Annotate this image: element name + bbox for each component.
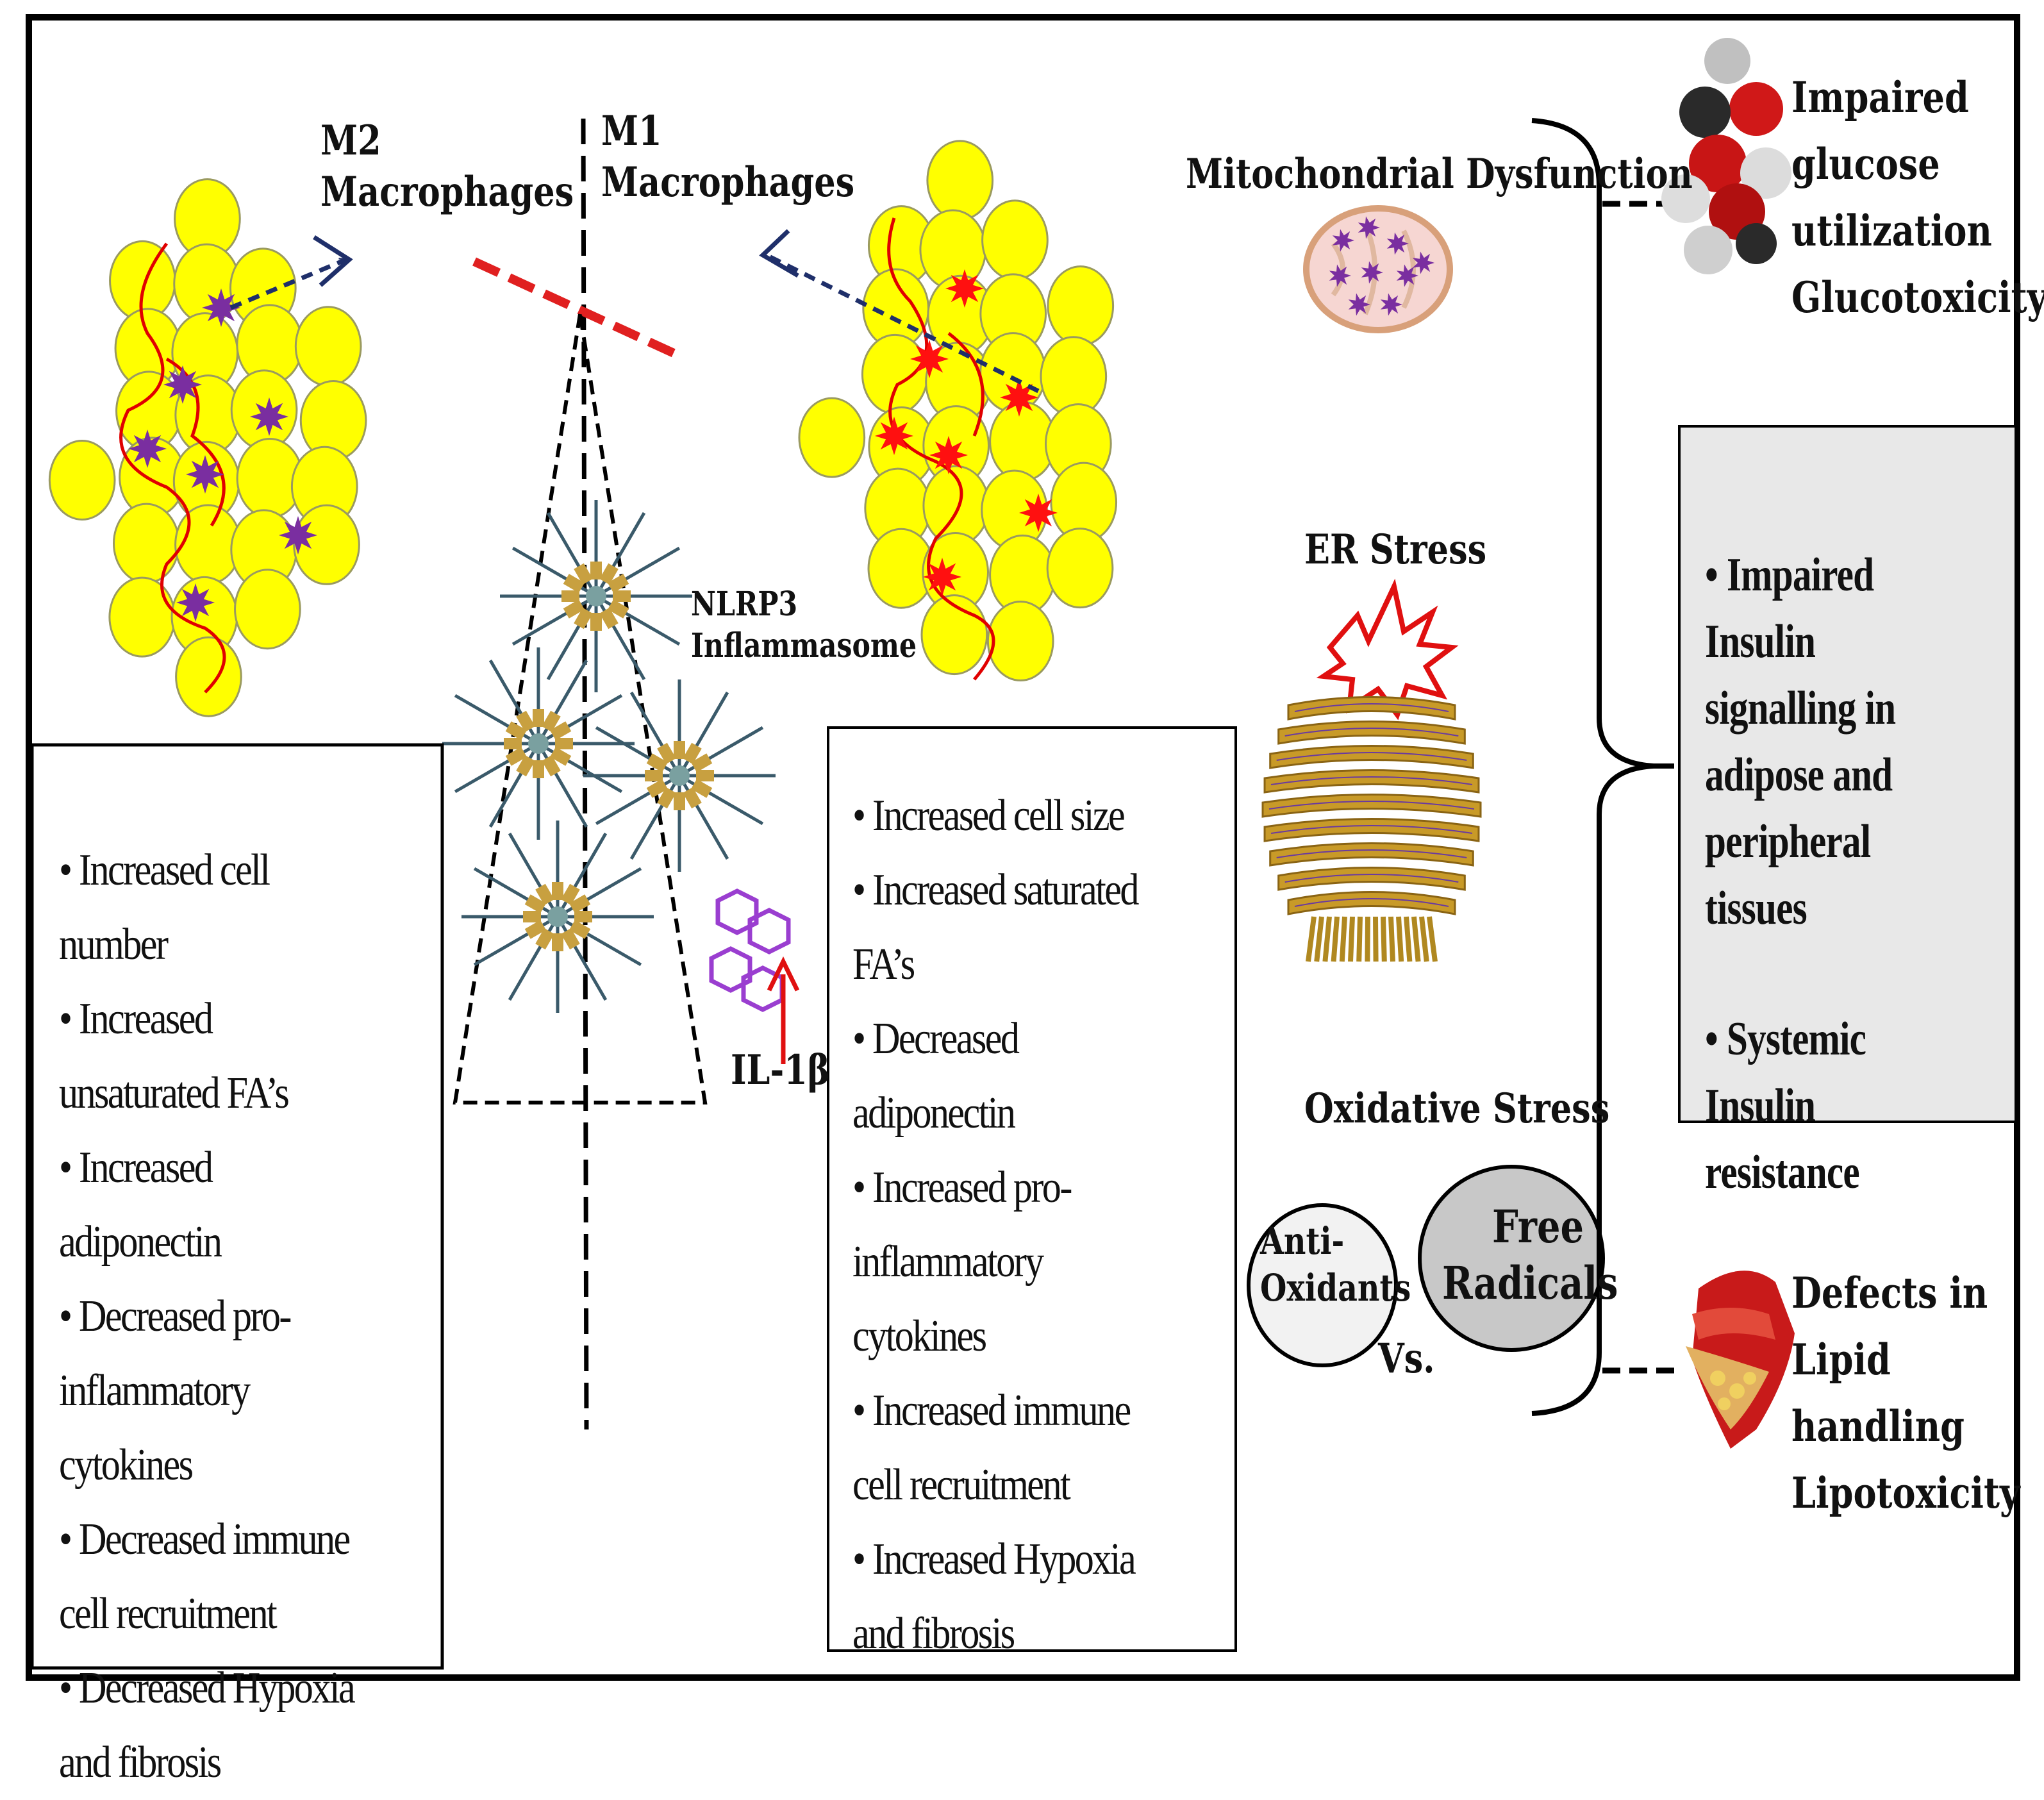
lipid-vessel-icon <box>1686 1271 1795 1449</box>
outcome-item: Systemic Insulin resistance <box>1705 1006 1946 1206</box>
glucose-line1: Impaired <box>1791 72 1969 122</box>
adipocyte-cell <box>926 140 994 221</box>
adipocyte-cell <box>48 439 116 521</box>
m1-effect-item: Increased Hypoxia and fibrosis <box>852 1522 1161 1671</box>
adipocyte-cell <box>986 601 1054 682</box>
glucose-line2: glucose <box>1791 139 1940 189</box>
m2-label-line2: Macrophages <box>320 168 574 216</box>
adipocyte-cell <box>112 503 180 584</box>
adipocyte-cell <box>798 397 866 478</box>
il1b-label: IL-1β <box>731 1046 830 1094</box>
m1-effects-list: Increased cell size Increased saturated … <box>852 779 1211 1671</box>
glucose-molecule-icon <box>1661 38 1791 274</box>
macrophage-icon <box>1019 494 1058 532</box>
m1-adipose-cluster <box>798 140 1118 682</box>
antioxidants-line2: Oxidants <box>1260 1265 1411 1310</box>
antioxidants-circle <box>1247 1203 1398 1367</box>
lipid-line4: Lipotoxicity <box>1791 1468 2020 1518</box>
nlrp3-inflammasome-icon <box>442 500 776 1013</box>
m2-effect-item: Decreased pro-inflammatory cytokines <box>59 1279 368 1503</box>
macrophage-icon <box>128 429 167 468</box>
vs-label: Vs. <box>1378 1335 1435 1383</box>
m2-effects-list: Increased cell number Increased unsatura… <box>59 833 418 1800</box>
glucose-label: Impaired glucose utilization Glucotoxici… <box>1791 64 2044 331</box>
lipid-line2: Lipid <box>1791 1335 1891 1385</box>
adipocyte-cell <box>1047 265 1115 347</box>
adipocyte-cell <box>175 636 242 717</box>
il1b-molecule-icon <box>709 888 791 1012</box>
adipocyte-cell <box>293 504 360 585</box>
nlrp3-label-line2: Inflammasome <box>691 626 917 665</box>
macrophage-icon <box>929 436 968 474</box>
adipocyte-cell <box>981 199 1049 281</box>
glucose-line4: Glucotoxicity <box>1791 272 2044 322</box>
m1-label-line2: Macrophages <box>601 158 855 206</box>
m2-effect-item: Increased cell number <box>59 833 368 982</box>
nlrp3-label-line1: NLRP3 <box>691 585 798 624</box>
m2-label-line1: M2 <box>320 117 381 165</box>
m1-label: M1 Macrophages <box>601 106 854 208</box>
m1-effect-item: Increased immune cell recruitment <box>852 1374 1161 1522</box>
il1b-up-arrowhead <box>767 956 800 992</box>
free-radicals-line2: Radicals <box>1442 1256 1618 1310</box>
adipocyte-cell <box>1046 528 1114 609</box>
free-radicals-line1: Free <box>1491 1200 1584 1253</box>
m1-effect-item: Increased pro-inflammatory cytokines <box>852 1151 1161 1374</box>
macrophage-icon <box>279 516 317 554</box>
outcome-item: Impaired Insulin signalling in adipose a… <box>1705 542 1946 942</box>
m2-adipose-cluster <box>48 178 367 717</box>
m2-effect-item: Increased unsaturated FA’s <box>59 982 368 1131</box>
macrophage-icon <box>945 269 984 308</box>
macrophage-icon <box>202 288 240 327</box>
blood-vessel <box>887 217 995 681</box>
m1-arrowhead <box>759 229 799 278</box>
m2-label: M2 Macrophages <box>320 115 574 218</box>
m2-arrow <box>229 257 346 310</box>
m2-effect-item: Increased adiponectin <box>59 1131 368 1279</box>
macrophage-icon <box>250 397 288 436</box>
macrophage-icon <box>910 340 949 378</box>
stress-burst-icon <box>1316 578 1459 721</box>
adipocyte-cell <box>108 576 176 658</box>
antioxidants-label: Anti- Oxidants <box>1260 1218 1411 1311</box>
nlrp3-label: NLRP3 Inflammasome <box>691 583 917 667</box>
m1-label-line1: M1 <box>601 107 662 155</box>
mitochondrion-icon <box>1303 205 1453 333</box>
adipocyte-cell <box>234 569 301 650</box>
lipid-line3: handling <box>1791 1401 1965 1451</box>
m1-effect-item: Increased cell size <box>852 779 1161 853</box>
m1-effect-item: Increased saturated FA’s <box>852 853 1161 1002</box>
m1-arrow <box>768 254 1040 394</box>
er-label: ER Stress <box>1304 526 1487 574</box>
free-radicals-circle <box>1418 1165 1605 1352</box>
mito-label: Mitochondrial Dysfunction <box>1186 150 1693 198</box>
balance-triangle <box>453 313 708 1104</box>
adipocyte-cell <box>173 243 240 324</box>
lipid-label: Defects in Lipid handling Lipotoxicity <box>1791 1260 2020 1526</box>
free-radicals-label: Free Radicals <box>1442 1199 1618 1311</box>
endoplasmic-reticulum-icon <box>1261 696 1482 962</box>
macrophage-icon <box>163 365 202 404</box>
m2-effect-item: Decreased Hypoxia and fibrosis <box>59 1651 368 1800</box>
m2-effect-item: Decreased immune cell recruitment <box>59 1503 368 1651</box>
glucose-line3: utilization <box>1791 206 1992 256</box>
lipid-line1: Defects in <box>1791 1268 1988 1318</box>
adipocyte-cell <box>294 306 362 387</box>
macrophage-icon <box>186 455 224 494</box>
macrophage-icon <box>875 417 913 455</box>
macrophage-icon <box>176 583 215 622</box>
macrophage-icon <box>1000 378 1038 417</box>
oxidative-label: Oxidative Stress <box>1304 1085 1610 1133</box>
outcomes-list: Impaired Insulin signalling in adipose a… <box>1705 542 2006 1270</box>
macrophage-icon <box>923 558 961 596</box>
antioxidants-line1: Anti- <box>1260 1219 1345 1263</box>
m1-effect-item: Decreased adiponectin <box>852 1002 1161 1151</box>
m2-arrowhead <box>313 235 353 287</box>
